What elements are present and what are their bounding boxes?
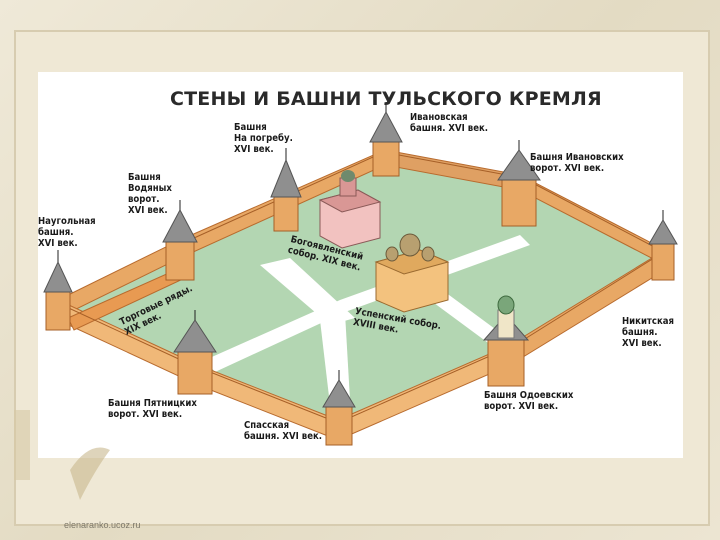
label-nikitskaya: Никитская башня. XVI век. — [622, 316, 674, 349]
tower-na-pogrebu — [271, 148, 301, 231]
label-vodyanyh: Башня Водяных ворот. XVI век. — [128, 172, 172, 216]
label-spasskaya: Спасская башня. XVI век. — [244, 420, 322, 442]
tower-nikitskaya — [649, 210, 677, 280]
tower-ivanovskaya — [370, 102, 402, 176]
page-title: СТЕНЫ И БАШНИ ТУЛЬСКОГО КРЕМЛЯ — [170, 88, 560, 110]
label-na-pogrebu: Башня На погребу. XVI век. — [234, 122, 293, 155]
label-odoevskih: Башня Одоевских ворот. XVI век. — [484, 390, 573, 412]
label-pyatnitskih: Башня Пятницких ворот. XVI век. — [108, 398, 197, 420]
tower-naugolnaya — [44, 250, 72, 330]
label-naugolnaya: Наугольная башня. XVI век. — [38, 216, 96, 249]
label-ivanovskaya: Ивановская башня. XVI век. — [410, 112, 488, 134]
bell-tower — [498, 296, 514, 338]
label-ivanovskih-vorot: Башня Ивановских ворот. XVI век. — [530, 152, 624, 174]
quill-decoration — [14, 410, 110, 500]
source-footer: elenaranko.ucoz.ru — [64, 520, 141, 530]
